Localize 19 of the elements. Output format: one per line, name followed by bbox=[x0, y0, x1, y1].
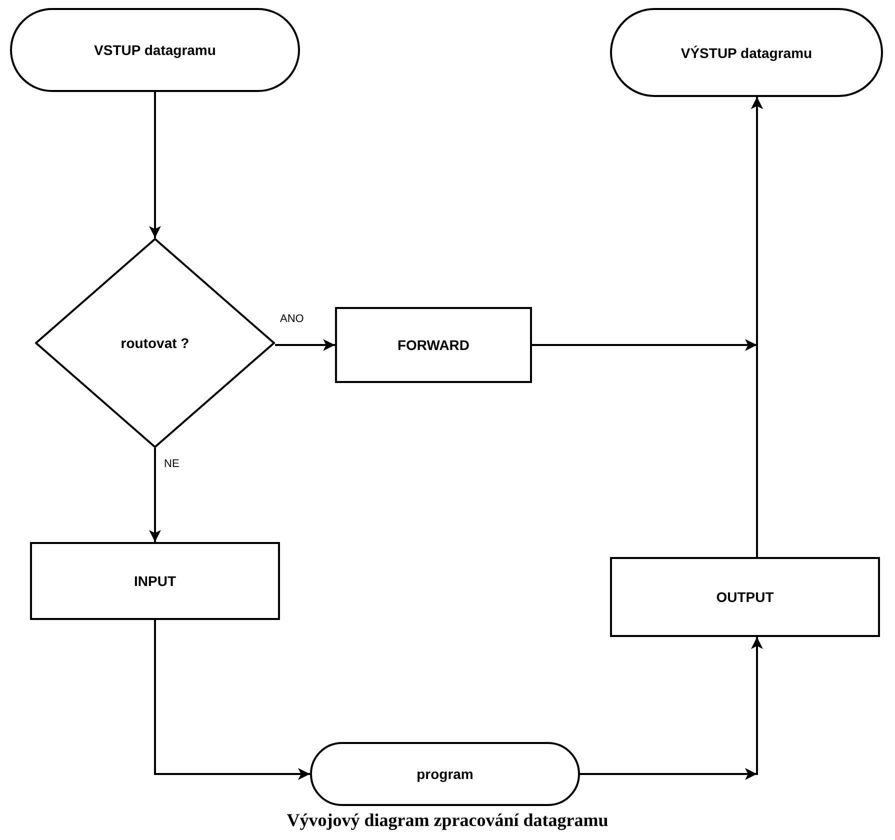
caption: Vývojový diagram zpracování datagramu bbox=[286, 810, 608, 831]
node-label: OUTPUT bbox=[716, 589, 774, 605]
arrow bbox=[149, 92, 161, 238]
arrow bbox=[275, 339, 335, 351]
process-box bbox=[610, 557, 880, 637]
node-label: VÝSTUP datagramu bbox=[680, 44, 812, 60]
node-label: routovat ? bbox=[120, 335, 190, 351]
node-label: program bbox=[416, 766, 474, 782]
edge-label: ANO bbox=[279, 313, 305, 325]
node-label: INPUT bbox=[134, 573, 176, 589]
arrow bbox=[154, 620, 310, 780]
node-label: VSTUP datagramu bbox=[94, 42, 216, 58]
process-box bbox=[30, 542, 280, 620]
arrow bbox=[149, 448, 161, 542]
node-label: FORWARD bbox=[397, 337, 470, 353]
process-box bbox=[335, 307, 532, 383]
arrow bbox=[751, 97, 763, 557]
edge-label: NE bbox=[163, 458, 180, 470]
decision-diamond bbox=[35, 238, 275, 448]
